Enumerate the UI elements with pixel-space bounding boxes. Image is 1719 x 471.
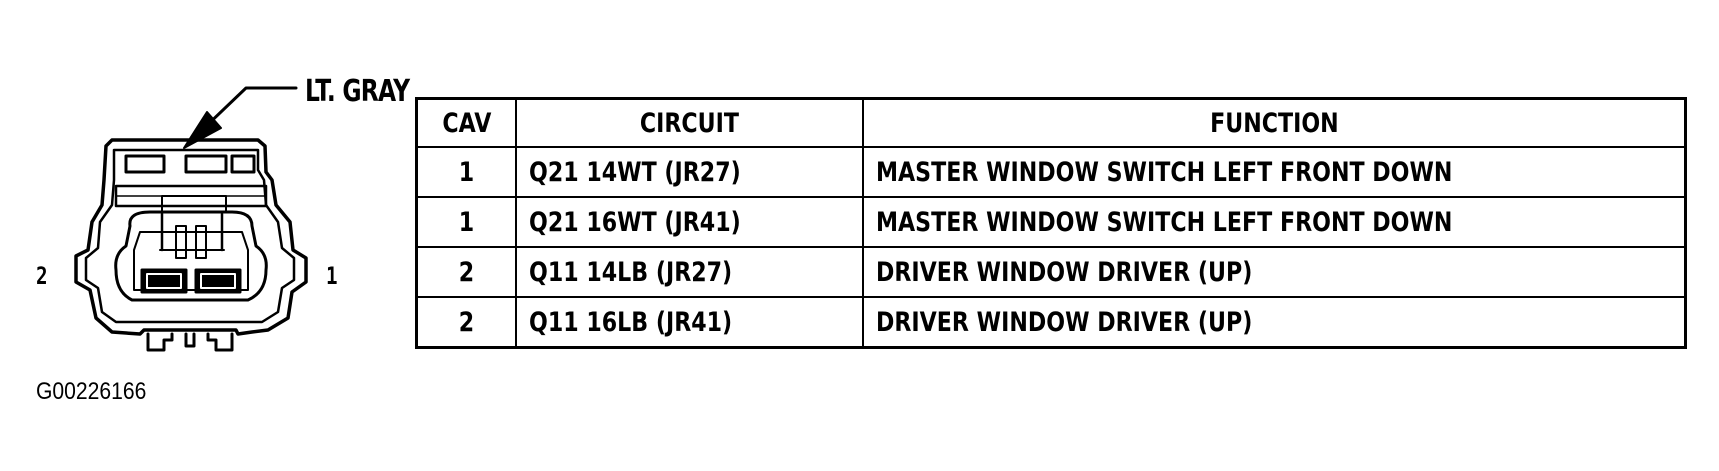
function-cell: DRIVER WINDOW DRIVER (UP) [861,246,1687,298]
circuit-cell: Q11 14LB (JR27) [514,246,864,298]
cav-cell: 1 [415,196,517,248]
figure-id: G00226166 [36,378,147,405]
cavity-number-label-right: 1 [326,262,338,290]
circuit-cell: Q21 16WT (JR41) [514,196,864,248]
function-cell: MASTER WINDOW SWITCH LEFT FRONT DOWN [861,196,1687,248]
circuit-cell: Q21 14WT (JR27) [514,146,864,198]
header-cav: CAV [415,97,517,148]
terminal-cavity [114,210,268,302]
cav-cell: 2 [415,246,517,298]
cavity-number-label-left: 2 [36,262,48,290]
table-row: 1 Q21 16WT (JR41) MASTER WINDOW SWITCH L… [415,196,1687,248]
connector-face-drawing [74,86,308,352]
table-row: 2 Q11 14LB (JR27) DRIVER WINDOW DRIVER (… [415,246,1687,298]
cav-cell: 2 [415,296,517,349]
function-cell: MASTER WINDOW SWITCH LEFT FRONT DOWN [861,146,1687,198]
table-header-row: CAV CIRCUIT FUNCTION [415,97,1687,148]
connector-color-label: LT. GRAY [305,74,410,109]
function-cell: DRIVER WINDOW DRIVER (UP) [861,296,1687,349]
cav-cell: 1 [415,146,517,198]
circuit-cell: Q11 16LB (JR41) [514,296,864,349]
connector-pinout-table: CAV CIRCUIT FUNCTION 1 Q21 14WT (JR27) M… [415,97,1687,349]
table-row: 2 Q11 16LB (JR41) DRIVER WINDOW DRIVER (… [415,296,1687,349]
header-circuit: CIRCUIT [514,97,864,148]
bottom-terminals [146,332,234,352]
header-function: FUNCTION [861,97,1687,148]
connector-housing [74,138,308,336]
table-row: 1 Q21 14WT (JR27) MASTER WINDOW SWITCH L… [415,146,1687,198]
